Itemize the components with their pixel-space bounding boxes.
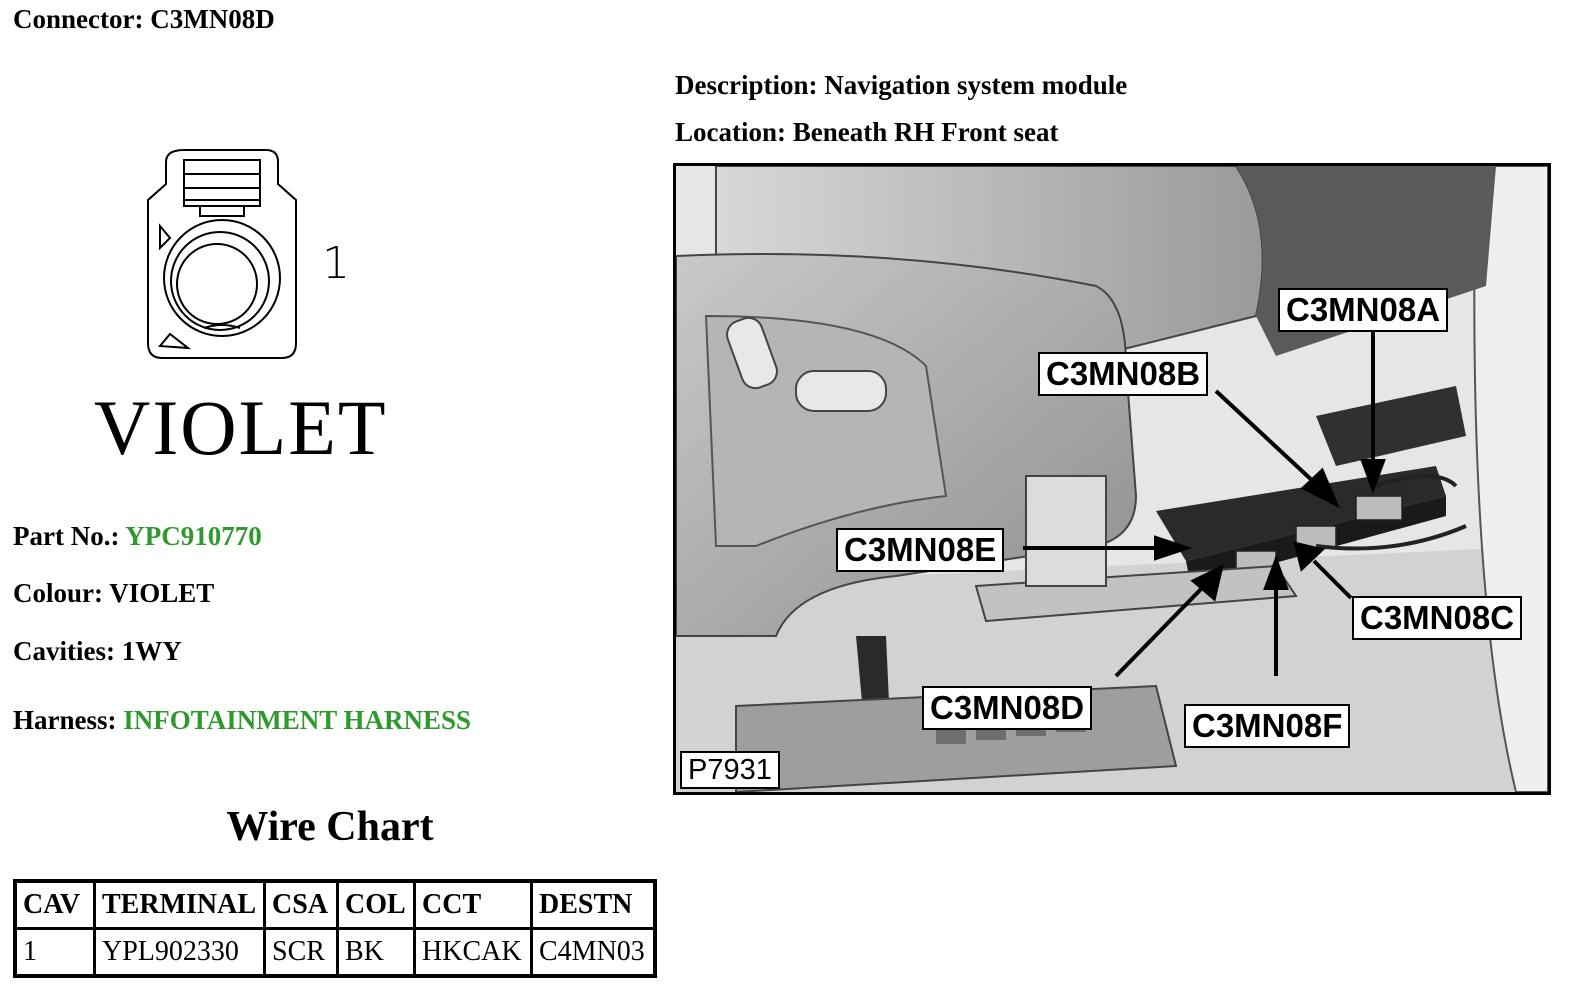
colour-field: Colour: VIOLET xyxy=(13,578,214,609)
pin-number-label: 1 xyxy=(322,238,350,289)
cell-col: BK xyxy=(336,927,416,978)
cavities-value: 1WY xyxy=(121,636,182,666)
callout-c3mn08f: C3MN08F xyxy=(1184,704,1351,748)
part-number-field: Part No.: YPC910770 xyxy=(13,521,262,552)
description-label: Description: xyxy=(675,70,818,100)
connector-face-drawing xyxy=(147,149,297,359)
cell-terminal: YPL902330 xyxy=(93,927,266,978)
cell-csa: SCR xyxy=(263,927,339,978)
callout-c3mn08b: C3MN08B xyxy=(1038,352,1209,396)
location-label: Location: xyxy=(675,117,786,147)
part-number-label: Part No.: xyxy=(13,521,120,551)
callout-c3mn08a: C3MN08A xyxy=(1278,288,1449,332)
colour-label: Colour: xyxy=(13,578,103,608)
header-cav: CAV xyxy=(13,879,96,930)
cell-cct: HKCAK xyxy=(413,927,533,978)
location-field: Location: Beneath RH Front seat xyxy=(675,117,1058,148)
cavities-label: Cavities: xyxy=(13,636,115,666)
harness-label: Harness: xyxy=(13,705,117,735)
header-cct: CCT xyxy=(413,879,533,930)
location-value: Beneath RH Front seat xyxy=(792,117,1059,147)
connector-title: Connector: C3MN08D xyxy=(13,4,275,35)
callout-c3mn08e: C3MN08E xyxy=(836,528,1005,572)
figure-code: P7931 xyxy=(680,751,780,789)
wire-chart-title: Wire Chart xyxy=(226,804,434,850)
location-photo: C3MN08A C3MN08B C3MN08E C3MN08C C3MN08D … xyxy=(673,163,1551,795)
cell-cav: 1 xyxy=(13,927,96,978)
connector-color-label: VIOLET xyxy=(94,384,388,471)
wire-chart-table: CAV TERMINAL CSA COL CCT DESTN 1 YPL9023… xyxy=(13,879,657,978)
table-header-row: CAV TERMINAL CSA COL CCT DESTN xyxy=(13,879,657,930)
colour-value: VIOLET xyxy=(109,578,215,608)
table-row: 1 YPL902330 SCR BK HKCAK C4MN03 xyxy=(13,927,657,978)
location-illustration xyxy=(676,166,1548,792)
harness-field: Harness: INFOTAINMENT HARNESS xyxy=(13,705,471,736)
cavities-field: Cavities: 1WY xyxy=(13,636,182,667)
part-number-link[interactable]: YPC910770 xyxy=(125,521,262,551)
connector-label: Connector: xyxy=(13,4,144,34)
callout-c3mn08c: C3MN08C xyxy=(1352,596,1523,640)
header-terminal: TERMINAL xyxy=(93,879,266,930)
callout-c3mn08d: C3MN08D xyxy=(922,686,1093,730)
harness-link[interactable]: INFOTAINMENT HARNESS xyxy=(123,705,472,735)
header-destn: DESTN xyxy=(530,879,657,930)
description-field: Description: Navigation system module xyxy=(675,70,1127,101)
cell-destn: C4MN03 xyxy=(530,927,657,978)
connector-id: C3MN08D xyxy=(150,4,275,34)
description-value: Navigation system module xyxy=(824,70,1128,100)
header-csa: CSA xyxy=(263,879,339,930)
header-col: COL xyxy=(336,879,416,930)
